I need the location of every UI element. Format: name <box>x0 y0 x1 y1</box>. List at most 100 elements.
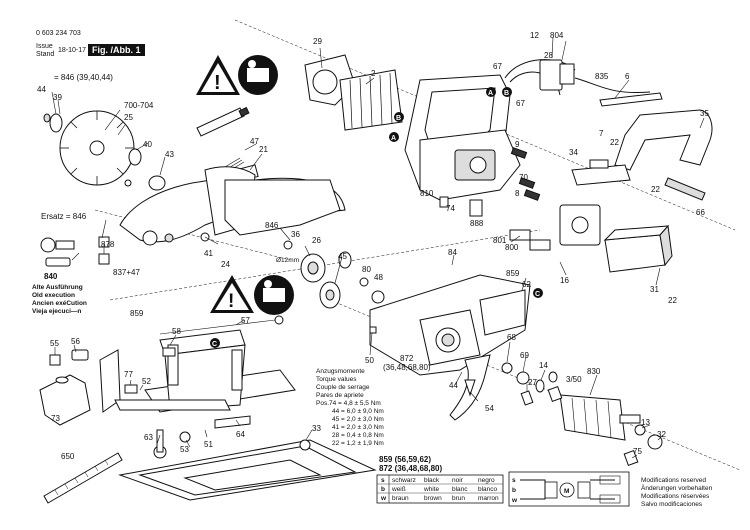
svg-text:22 = 1,2 ± 1,9 Nm: 22 = 1,2 ± 1,9 Nm <box>332 440 384 447</box>
label-47: 47 <box>250 137 259 146</box>
label-888: 888 <box>470 219 484 228</box>
svg-text:C: C <box>535 291 540 298</box>
label-77: 77 <box>124 370 133 379</box>
label-13: 13 <box>641 418 650 427</box>
svg-text:brun: brun <box>452 495 465 502</box>
svg-text:blanco: blanco <box>478 486 498 493</box>
svg-text:!: ! <box>214 72 221 94</box>
label-44-lower: 44 <box>449 381 458 390</box>
svg-text:schwarz: schwarz <box>392 477 416 484</box>
svg-text:Anzugsmomente: Anzugsmomente <box>316 368 365 375</box>
label-2: 2 <box>371 69 376 78</box>
brush-parts <box>439 147 541 217</box>
label-700-704: 700-704 <box>124 101 154 110</box>
gearbox-cover <box>369 274 531 376</box>
label-29: 29 <box>313 37 322 46</box>
svg-text:s: s <box>381 477 385 484</box>
label-66: 66 <box>696 208 705 217</box>
svg-text:blanc: blanc <box>452 486 468 493</box>
label-68: 68 <box>507 333 516 342</box>
warning-sign-bottom: ! <box>210 275 294 315</box>
label-70: 70 <box>519 173 528 182</box>
svg-text:Änderungen vorbehalten: Änderungen vorbehalten <box>641 484 713 492</box>
svg-text:Ancien exéCution: Ancien exéCution <box>32 300 87 307</box>
issue-date: 18-10-17 <box>58 47 87 54</box>
label-22-top: 22 <box>610 138 619 147</box>
label-diameter-12mm: Ø12mm <box>276 257 299 264</box>
label-6: 6 <box>625 72 630 81</box>
callout-labels: = 846 (39,40,44) 44 39 700-704 25 40 43 … <box>37 31 709 461</box>
svg-text:Pos.74 = 4,8 ± 5,5 Nm: Pos.74 = 4,8 ± 5,5 Nm <box>316 400 381 407</box>
label-67-top: 67 <box>493 62 502 71</box>
svg-text:B: B <box>396 115 401 122</box>
label-84: 84 <box>448 248 457 257</box>
svg-text:s: s <box>512 477 516 484</box>
torque-values: Anzugsmomente Torque values Couple de se… <box>316 368 384 447</box>
svg-text:negro: negro <box>478 477 495 484</box>
label-859-top: 859 <box>506 269 520 278</box>
svg-text:C: C <box>212 341 217 348</box>
label-801: 801 <box>493 236 507 245</box>
label-41: 41 <box>204 249 213 258</box>
label-73: 73 <box>51 414 60 423</box>
label-878: 878 <box>101 240 115 249</box>
label-7: 7 <box>599 129 604 138</box>
label-800: 800 <box>505 243 519 252</box>
label-75: 75 <box>633 447 642 456</box>
label-45: 45 <box>338 252 347 261</box>
saw-blade-group <box>43 110 166 191</box>
label-57: 57 <box>241 316 250 325</box>
stand-label: Stand <box>36 51 55 58</box>
label-810: 810 <box>420 189 434 198</box>
svg-text:Couple de serrage: Couple de serrage <box>316 384 370 391</box>
blade-guard <box>119 166 346 246</box>
svg-text:weiß: weiß <box>391 486 406 493</box>
svg-text:45 = 2,0 ± 3,0 Nm: 45 = 2,0 ± 3,0 Nm <box>332 416 384 423</box>
label-846-39-40-44: = 846 (39,40,44) <box>54 73 113 82</box>
svg-text:noir: noir <box>452 477 464 484</box>
label-26: 26 <box>312 236 321 245</box>
label-9: 9 <box>515 140 520 149</box>
label-74: 74 <box>446 204 455 213</box>
label-837-47: 837+47 <box>113 268 140 277</box>
label-872-parts: (36,48,68,80) <box>383 363 431 372</box>
label-14: 14 <box>539 361 548 370</box>
handle <box>614 109 713 201</box>
figure-label: Fig. /Abb. 1 <box>88 44 145 56</box>
label-835: 835 <box>595 72 609 81</box>
reference-markers: B A A B C C <box>210 87 543 348</box>
label-859-left: 859 <box>130 309 144 318</box>
switch-cable-group <box>504 59 663 107</box>
label-21: 21 <box>259 145 268 154</box>
label-804: 804 <box>550 31 564 40</box>
wire-color-table: s schwarz black noir negro b weiß white … <box>376 474 504 504</box>
gears <box>283 240 385 334</box>
svg-text:M: M <box>564 488 569 495</box>
label-35: 35 <box>700 109 709 118</box>
label-40: 40 <box>143 140 152 149</box>
label-16: 16 <box>560 276 569 285</box>
svg-text:black: black <box>424 477 440 484</box>
label-27: 27 <box>528 378 537 387</box>
label-840: 840 <box>44 272 58 281</box>
svg-text:b: b <box>512 487 516 494</box>
label-34: 34 <box>569 148 578 157</box>
svg-text:872 (36,48,68,80): 872 (36,48,68,80) <box>379 464 442 473</box>
svg-text:marron: marron <box>478 495 499 502</box>
svg-text:Pares de apriete: Pares de apriete <box>316 392 364 399</box>
motor-housing <box>404 74 521 201</box>
left-small-parts <box>40 232 219 267</box>
svg-text:white: white <box>423 486 440 493</box>
svg-text:Salvo modificaciones: Salvo modificaciones <box>641 501 703 508</box>
base-plate <box>118 429 377 501</box>
kit-notes: 859 (56,59,62) 872 (36,48,68,80) <box>379 455 442 473</box>
switch <box>571 159 631 186</box>
svg-text:b: b <box>381 486 385 493</box>
label-28: 28 <box>544 51 553 60</box>
svg-text:w: w <box>380 495 387 502</box>
label-22-right: 22 <box>668 296 677 305</box>
parallel-guide <box>99 329 296 413</box>
label-33: 33 <box>312 424 321 433</box>
svg-text:braun: braun <box>392 495 409 502</box>
scale-ruler <box>43 452 123 504</box>
